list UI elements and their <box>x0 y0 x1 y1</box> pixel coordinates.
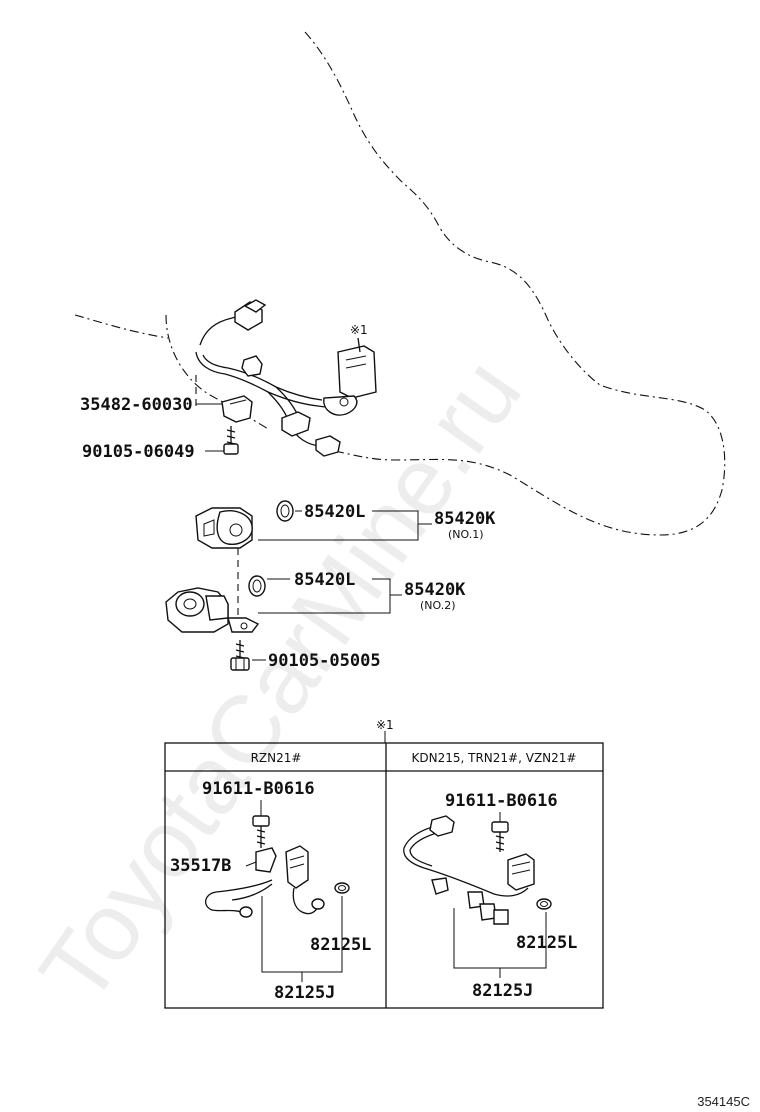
table-header-right: KDN215, TRN21#, VZN21# <box>412 751 577 765</box>
callout-marker-top: ※1 <box>350 323 368 337</box>
bolt-icon <box>230 640 250 671</box>
part-number-oring-1: 85420L <box>304 502 365 522</box>
bracket-line <box>258 578 391 614</box>
sensor-2-note: (NO.2) <box>420 599 456 612</box>
speed-sensor-icon <box>165 587 260 633</box>
part-number-left-clamp: 82125L <box>310 935 371 955</box>
o-ring-icon <box>248 575 266 597</box>
part-number-oring-2: 85420L <box>294 570 355 590</box>
bolt-icon <box>491 821 509 852</box>
bracket-line <box>258 510 419 541</box>
part-number-bolt-mid: 90105-05005 <box>268 651 381 671</box>
table-header-left: RZN21# <box>251 751 302 765</box>
part-number-right-clamp: 82125L <box>516 933 577 953</box>
part-number-sensor-2: 85420K <box>404 580 466 600</box>
reference-code: 354145C <box>697 1094 750 1109</box>
part-number-right-bolt: 91611-B0616 <box>445 791 558 811</box>
wire-harness <box>195 299 377 457</box>
part-number-left-bracket: 35517B <box>170 856 231 876</box>
sensor-1-note: (NO.1) <box>448 528 484 541</box>
part-number-right-harness: 82125J <box>472 981 533 1001</box>
bolt-icon <box>223 426 239 455</box>
leader-line <box>245 861 257 867</box>
part-number-sensor-1: 85420K <box>434 509 496 529</box>
part-number-bracket: 35482-60030 <box>80 395 193 415</box>
wire-harness <box>403 815 552 925</box>
speed-sensor-icon <box>195 507 253 549</box>
o-ring-icon <box>276 500 294 522</box>
part-number-left-harness: 82125J <box>274 983 335 1003</box>
variant-table <box>164 742 604 1009</box>
wire-harness <box>205 845 350 918</box>
bracket-icon <box>221 395 253 423</box>
part-number-bolt: 90105-06049 <box>82 442 195 462</box>
part-number-left-bolt: 91611-B0616 <box>202 779 315 799</box>
bracket-line <box>261 896 343 973</box>
bolt-icon <box>252 815 270 848</box>
callout-marker-table: ※1 <box>376 718 394 732</box>
